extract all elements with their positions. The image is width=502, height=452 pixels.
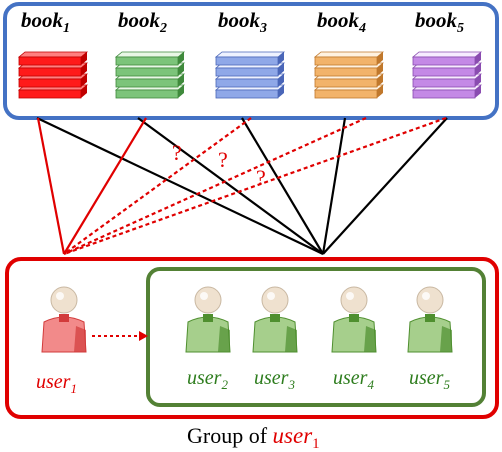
group-caption-user: user <box>273 423 314 448</box>
rating-links <box>36 116 448 256</box>
group-user-sub: 5 <box>443 377 450 392</box>
book-label-sub: 5 <box>457 21 464 36</box>
group-user-sub: 3 <box>287 377 295 392</box>
similarity-arrowhead <box>139 331 148 341</box>
group-book-link <box>241 117 324 255</box>
group-caption-sub: 1 <box>312 436 320 452</box>
group-user-avatar <box>407 286 453 353</box>
group-user-label: user4 <box>333 367 374 392</box>
group-book-link <box>36 117 324 255</box>
book-label-name: book <box>218 8 261 32</box>
group-user-name: user <box>333 367 368 389</box>
target-user-name: user <box>36 371 71 393</box>
book-label-sub: 1 <box>63 21 70 36</box>
target-user-label: user1 <box>36 371 77 396</box>
book-label-name: book <box>415 8 458 32</box>
book-label-sub: 2 <box>159 21 167 36</box>
book-label-name: book <box>118 8 161 32</box>
book-label-sub: 4 <box>358 21 366 36</box>
book-stack-icon <box>114 51 186 99</box>
book-stack-icon <box>214 51 286 99</box>
group-caption: Group of user1 <box>187 423 320 452</box>
book-stack-icon <box>313 51 385 99</box>
group-user-label: user3 <box>254 367 295 392</box>
target-user-sub: 1 <box>70 381 77 396</box>
book-stack-icon <box>17 51 89 99</box>
group-user-avatar <box>252 286 298 353</box>
user1-unrated-link <box>63 116 447 256</box>
group-caption-prefix: Group of <box>187 423 273 448</box>
book-label: book4 <box>317 8 366 36</box>
user1-unrated-link <box>63 117 252 255</box>
book-label: book3 <box>218 8 267 36</box>
user1-unrated-link <box>63 116 367 256</box>
book-item: book2 <box>114 8 186 99</box>
book-label: book5 <box>415 8 464 36</box>
group-book-link <box>321 117 347 255</box>
group-user-name: user <box>254 367 289 389</box>
unknown-rating-mark-1: ? <box>172 140 182 165</box>
group-user-label: user5 <box>409 367 450 392</box>
unknown-rating-mark-3: ? <box>256 165 266 190</box>
group-user-avatar <box>185 286 231 353</box>
group-book-link <box>322 117 448 255</box>
book-stack-icon <box>411 51 483 99</box>
group-user-name: user <box>409 367 444 389</box>
group-book-link <box>137 117 324 255</box>
book-item: book4 <box>313 8 385 99</box>
book-label-name: book <box>21 8 64 32</box>
book-label: book2 <box>118 8 167 36</box>
user1-rated-link <box>63 117 147 255</box>
book-item: book5 <box>411 8 483 99</box>
group-user-name: user <box>187 367 222 389</box>
group-user-sub: 2 <box>221 377 228 392</box>
book-label-sub: 3 <box>259 21 267 36</box>
group-user-sub: 4 <box>367 377 374 392</box>
user1-rated-link <box>36 117 66 255</box>
unknown-rating-mark-2: ? <box>218 147 228 172</box>
group-user-avatar <box>331 286 377 353</box>
book-item: book3 <box>214 8 286 99</box>
group-outer-frame <box>5 257 499 419</box>
book-label-name: book <box>317 8 360 32</box>
group-user-label: user2 <box>187 367 228 392</box>
target-user-avatar <box>41 286 87 353</box>
book-label: book1 <box>21 8 70 36</box>
book-item: book1 <box>17 8 89 99</box>
similar-users-frame <box>146 267 486 407</box>
